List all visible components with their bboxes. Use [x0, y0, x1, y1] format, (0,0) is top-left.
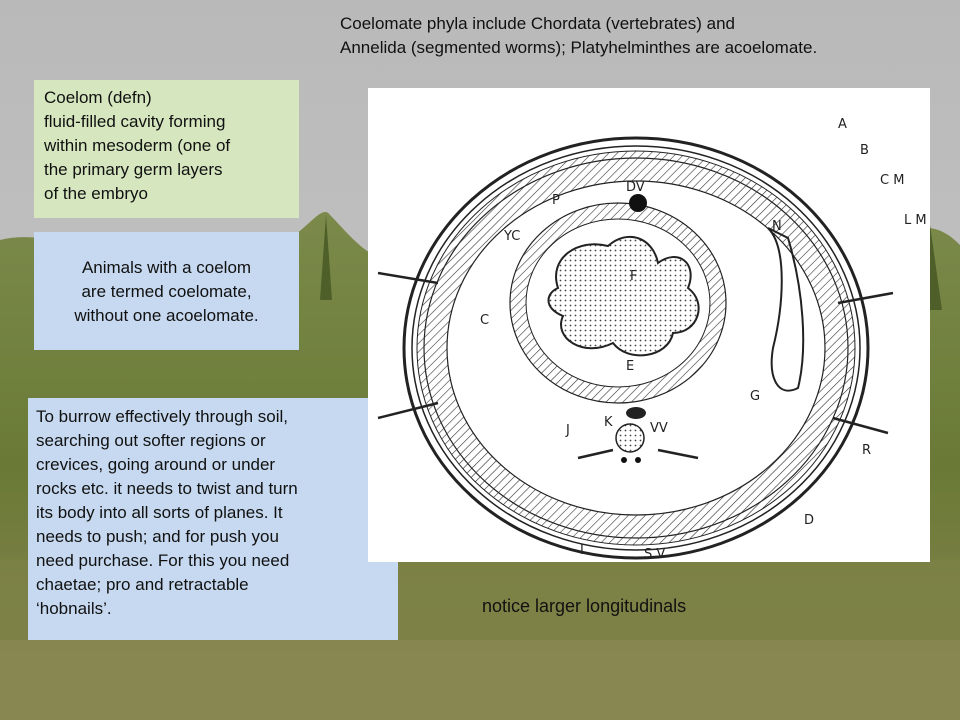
label-c: C [480, 313, 489, 328]
nephridium [767, 227, 805, 392]
chaetae [377, 271, 894, 460]
top-caption: Coelomate phyla include Chordata (verteb… [340, 12, 950, 60]
definition-line: the primary germ layers [44, 160, 223, 179]
label-vv: VV [650, 421, 668, 436]
burrow-line: its body into all sorts of planes. It [36, 503, 283, 522]
cuticle-ring [411, 145, 861, 551]
top-caption-line-2: Annelida (segmented worms); Platyhelmint… [340, 38, 818, 57]
ventral-vessel [626, 407, 646, 419]
burrow-line: ‘hobnails’. [36, 599, 112, 618]
label-e: E [626, 359, 634, 374]
intestine-outer-ring [510, 203, 726, 403]
label-cm: C M [880, 173, 904, 188]
coelomate-line: Animals with a coelom [81, 258, 252, 277]
burrow-line: chaetae; pro and retractable [36, 575, 249, 594]
label-i: I [580, 543, 584, 558]
label-p: P [552, 193, 560, 208]
label-b: B [860, 143, 869, 158]
burrow-line: searching out softer regions or [36, 431, 266, 450]
label-d: D [804, 513, 814, 528]
burrow-line: needs to push; and for push you [36, 527, 279, 546]
earthworm-cross-section-diagram: A B C M L M N P DV YC F C E G J K VV R D… [368, 88, 930, 562]
longitudinal-muscle-band [417, 151, 855, 545]
label-k: K [604, 415, 613, 430]
coelomate-note-box: Animals with a coelom are termed coeloma… [34, 232, 299, 350]
burrowing-note-box: To burrow effectively through soil, sear… [28, 398, 398, 640]
label-f: F [630, 269, 637, 284]
body-wall-outer [402, 136, 870, 560]
coelomate-line: without one acoelomate. [74, 306, 259, 325]
burrow-line: crevices, going around or under [36, 455, 276, 474]
top-caption-line-1: Coelomate phyla include Chordata (verteb… [340, 14, 736, 33]
burrow-line: To burrow effectively through soil, [36, 407, 288, 426]
definition-line: Coelom (defn) [44, 88, 152, 107]
burrow-line: need purchase. For this you need [36, 551, 290, 570]
label-g: G [750, 389, 760, 404]
typhlosole [547, 235, 700, 357]
bottom-caption: notice larger longitudinals [482, 596, 687, 616]
definition-line: fluid-filled cavity forming [44, 112, 226, 131]
burrow-line: rocks etc. it needs to twist and turn [36, 479, 298, 498]
label-a: A [838, 117, 847, 132]
dorsal-vessel [629, 194, 647, 212]
label-sv: S V [644, 547, 665, 562]
coelomate-line: are termed coelomate, [81, 282, 252, 301]
coelom-definition-box: Coelom (defn) fluid-filled cavity formin… [34, 80, 299, 218]
label-j: J [565, 423, 570, 438]
label-n: N [772, 219, 782, 234]
definition-line: of the embryo [44, 184, 148, 203]
label-lm: L M [904, 213, 927, 228]
label-dv: DV [626, 180, 645, 195]
nerve-cord [615, 423, 645, 453]
label-yc: YC [503, 229, 520, 244]
definition-line: within mesoderm (one of [44, 136, 231, 155]
label-r: R [862, 443, 871, 458]
